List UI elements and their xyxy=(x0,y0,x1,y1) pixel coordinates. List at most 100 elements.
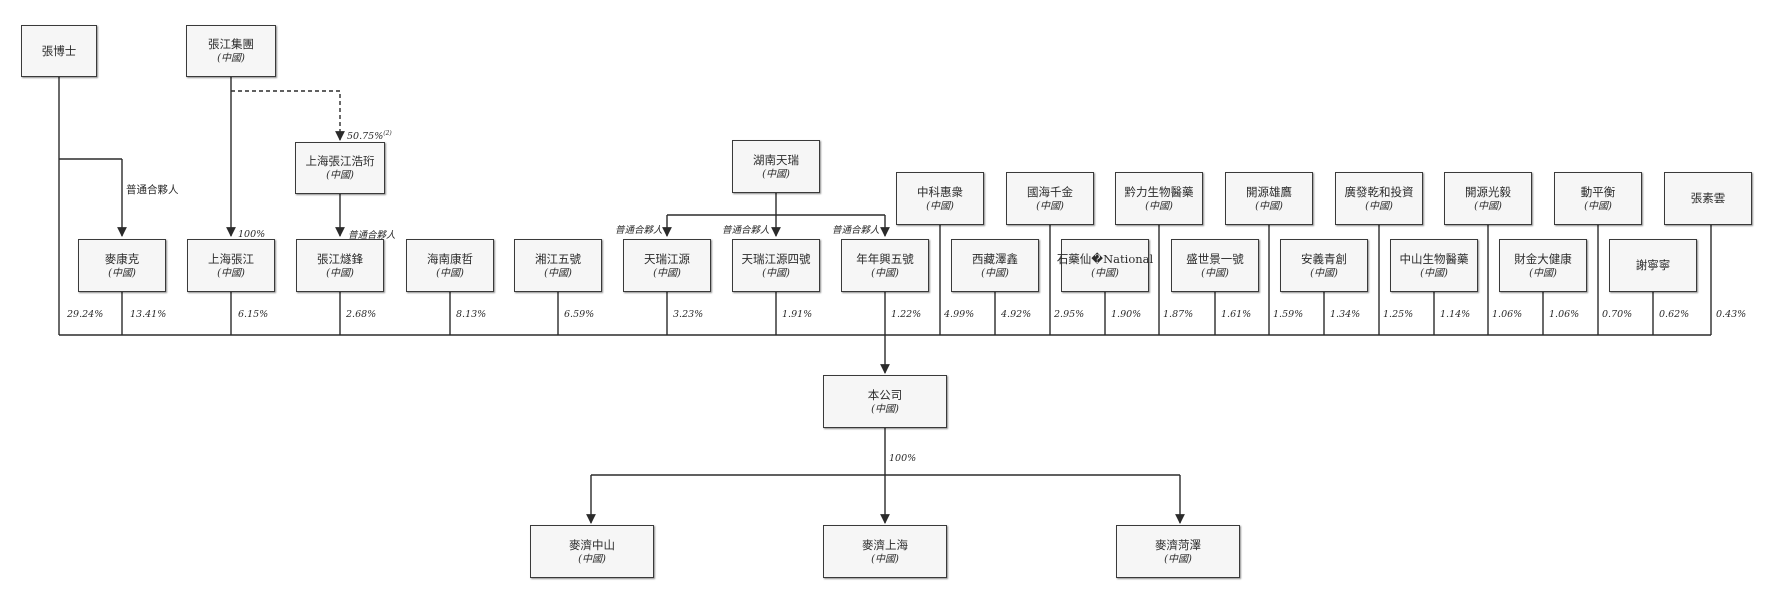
pct-guangfa-qianhe: 1.25% xyxy=(1383,309,1414,320)
pct-shengshi-jing-1: 1.61% xyxy=(1221,309,1252,320)
entity-maiji-zhongshan: 麥濟中山 (中國) xyxy=(530,525,654,578)
entity-country: (中國) xyxy=(436,267,464,279)
entity-hunan-tianrui: 湖南天瑞 (中國) xyxy=(732,140,820,193)
entity-name: 麥濟上海 xyxy=(862,537,908,552)
entity-name: 安義青創 xyxy=(1301,251,1347,266)
entity-kaiyuan-guangyi: 開源光毅 (中國) xyxy=(1444,172,1532,225)
entity-name: 張素雲 xyxy=(1690,191,1726,205)
entity-qianli-bio: 黔力生物醫藥 (中國) xyxy=(1115,172,1203,225)
pct-zhang-suyun: 0.43% xyxy=(1716,309,1747,320)
entity-country: (中國) xyxy=(1036,200,1064,212)
entity-country: (中國) xyxy=(326,170,354,181)
entity-country: (中國) xyxy=(981,267,1009,279)
entity-name: 麥濟菏澤 xyxy=(1155,537,1201,552)
entity-country: (中國) xyxy=(578,553,606,565)
entity-name: 開源光毅 xyxy=(1465,184,1511,199)
entity-name: 上海張江浩珩 xyxy=(305,154,375,168)
entity-name: 天瑞江源 xyxy=(644,251,690,266)
entity-country: (中國) xyxy=(1310,267,1338,279)
entity-name: 海南康哲 xyxy=(427,251,473,266)
pct-xiangjiang-wuhao: 6.59% xyxy=(564,309,595,320)
entity-country: (中國) xyxy=(871,403,899,415)
pct-guohai-qianjin: 2.95% xyxy=(1054,309,1085,320)
entity-name: 張江燧鋒 xyxy=(317,251,363,266)
entity-country: (中國) xyxy=(1145,200,1173,212)
entity-name: 中科惠衆 xyxy=(917,184,963,199)
entity-name: 麥康克 xyxy=(104,251,140,266)
edge-label-general-partner: 普通合夥人 xyxy=(348,230,396,241)
entity-zhongke-huiju: 中科惠衆 (中國) xyxy=(896,172,984,225)
entity-country: (中國) xyxy=(1474,200,1502,212)
entity-name: 黔力生物醫藥 xyxy=(1124,184,1194,199)
entity-zhang-suyun: 張素雲 xyxy=(1664,172,1752,225)
entity-country: (中國) xyxy=(1365,200,1393,212)
entity-shanghai-zhangjiang-haoheng: 上海張江浩珩 (中國) xyxy=(295,142,385,194)
entity-maikangke: 麥康克 (中國) xyxy=(78,239,166,292)
pct-hainan-kangzhe: 8.13% xyxy=(456,309,487,320)
entity-shanghai-zhangjiang: 上海張江 (中國) xyxy=(187,239,275,292)
pct-shiyao-xianlin: 1.90% xyxy=(1111,309,1142,320)
entity-country: (中國) xyxy=(762,267,790,279)
entity-name: 湘江五號 xyxy=(535,251,581,266)
entity-maiji-shanghai: 麥濟上海 (中國) xyxy=(823,525,947,578)
entity-name: 謝寧寧 xyxy=(1635,258,1671,272)
haoheng-stake-note: (2) xyxy=(383,130,392,137)
entity-name: 國海千金 xyxy=(1027,184,1073,199)
haoheng-stake-value: 50.75% xyxy=(347,131,384,143)
pct-zhongshan-bio: 1.14% xyxy=(1440,309,1471,320)
entity-zhangjiang-group: 張江集團 (中國) xyxy=(186,25,276,77)
pct-zhangjiang-xiaofeng: 2.68% xyxy=(346,309,377,320)
entity-caijin-dajiankang: 財金大健康 (中國) xyxy=(1499,239,1587,292)
entity-kaiyuan-xiongying: 開源雄鷹 (中國) xyxy=(1225,172,1313,225)
entity-country: (中國) xyxy=(1584,200,1612,212)
entity-name: 廣發乾和投資 xyxy=(1344,184,1414,199)
entity-name: 石藥仙�National xyxy=(1056,251,1154,266)
entity-country: (中國) xyxy=(1420,267,1448,279)
edge-label-haoheng-stake: 50.75%(2) xyxy=(347,130,392,142)
pct-niannian-xing-5: 1.22% xyxy=(891,309,922,320)
entity-name: 本公司 xyxy=(867,387,903,402)
entity-country: (中國) xyxy=(926,200,954,212)
entity-xie-ningning: 謝寧寧 xyxy=(1609,239,1697,292)
entity-name: 開源雄鷹 xyxy=(1246,184,1292,199)
entity-name: 麥濟中山 xyxy=(569,537,615,552)
edge-label-general-partner: 普通合夥人 xyxy=(722,225,770,236)
entity-company: 本公司 (中國) xyxy=(823,375,947,428)
entity-xizang-zexin: 西藏澤鑫 (中國) xyxy=(951,239,1039,292)
entity-country: (中國) xyxy=(653,267,681,279)
entity-guangfa-qianhe: 廣發乾和投資 (中國) xyxy=(1335,172,1423,225)
edge-label-general-partner: 普通合夥人 xyxy=(126,184,179,196)
entity-country: (中國) xyxy=(871,553,899,565)
edge-label-subsidiaries-100pct: 100% xyxy=(889,453,917,464)
entity-guohai-qianjin: 國海千金 (中國) xyxy=(1006,172,1094,225)
entity-country: (中國) xyxy=(108,267,136,279)
entity-name: 張博士 xyxy=(41,43,77,58)
entity-dong-pingheng: 動平衡 (中國) xyxy=(1554,172,1642,225)
pct-kaiyuan-xiongying: 1.59% xyxy=(1273,309,1304,320)
entity-tianrui-jiangyuan: 天瑞江源 (中國) xyxy=(623,239,711,292)
entity-tianrui-jiangyuan-4: 天瑞江源四號 (中國) xyxy=(732,239,820,292)
entity-name: 天瑞江源四號 xyxy=(741,251,811,266)
pct-xie-ningning: 0.62% xyxy=(1659,309,1690,320)
pct-qianli-bio: 1.87% xyxy=(1163,309,1194,320)
pct-caijin-dajiankang: 1.06% xyxy=(1549,309,1580,320)
entity-name: 張江集團 xyxy=(208,37,254,51)
pct-zhongke-huiju: 4.99% xyxy=(944,309,975,320)
entity-country: (中國) xyxy=(871,267,899,279)
entity-country: (中國) xyxy=(762,168,790,180)
entity-shengshi-jing-1: 盛世景一號 (中國) xyxy=(1171,239,1259,292)
entity-country: (中國) xyxy=(217,53,245,64)
edge-label-general-partner: 普通合夥人 xyxy=(615,225,663,236)
pct-shanghai-zhangjiang: 6.15% xyxy=(238,309,269,320)
entity-country: (中國) xyxy=(1529,267,1557,279)
entity-country: (中國) xyxy=(1255,200,1283,212)
entity-maiji-heze: 麥濟菏澤 (中國) xyxy=(1116,525,1240,578)
entity-country: (中國) xyxy=(544,267,572,279)
entity-niannian-xing-5: 年年興五號 (中國) xyxy=(841,239,929,292)
edge-label-100pct: 100% xyxy=(238,229,266,240)
entity-anyi-qingchuang: 安義青創 (中國) xyxy=(1280,239,1368,292)
entity-country: (中國) xyxy=(326,267,354,279)
entity-name: 年年興五號 xyxy=(856,251,914,266)
entity-name: 上海張江 xyxy=(208,251,254,266)
